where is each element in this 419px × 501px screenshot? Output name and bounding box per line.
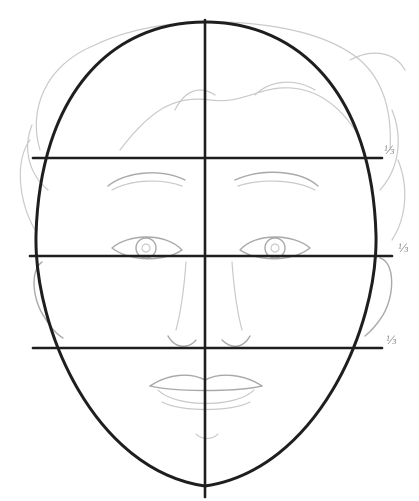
label-upper-third: ⅓ [384, 144, 395, 157]
ear-sketch [34, 258, 392, 338]
nose-sketch [168, 262, 250, 346]
eyebrow-sketch [108, 172, 318, 190]
label-lower-third: ⅓ [386, 334, 397, 347]
hair-sketch [20, 22, 405, 240]
label-middle-third: ⅓ [398, 242, 409, 255]
